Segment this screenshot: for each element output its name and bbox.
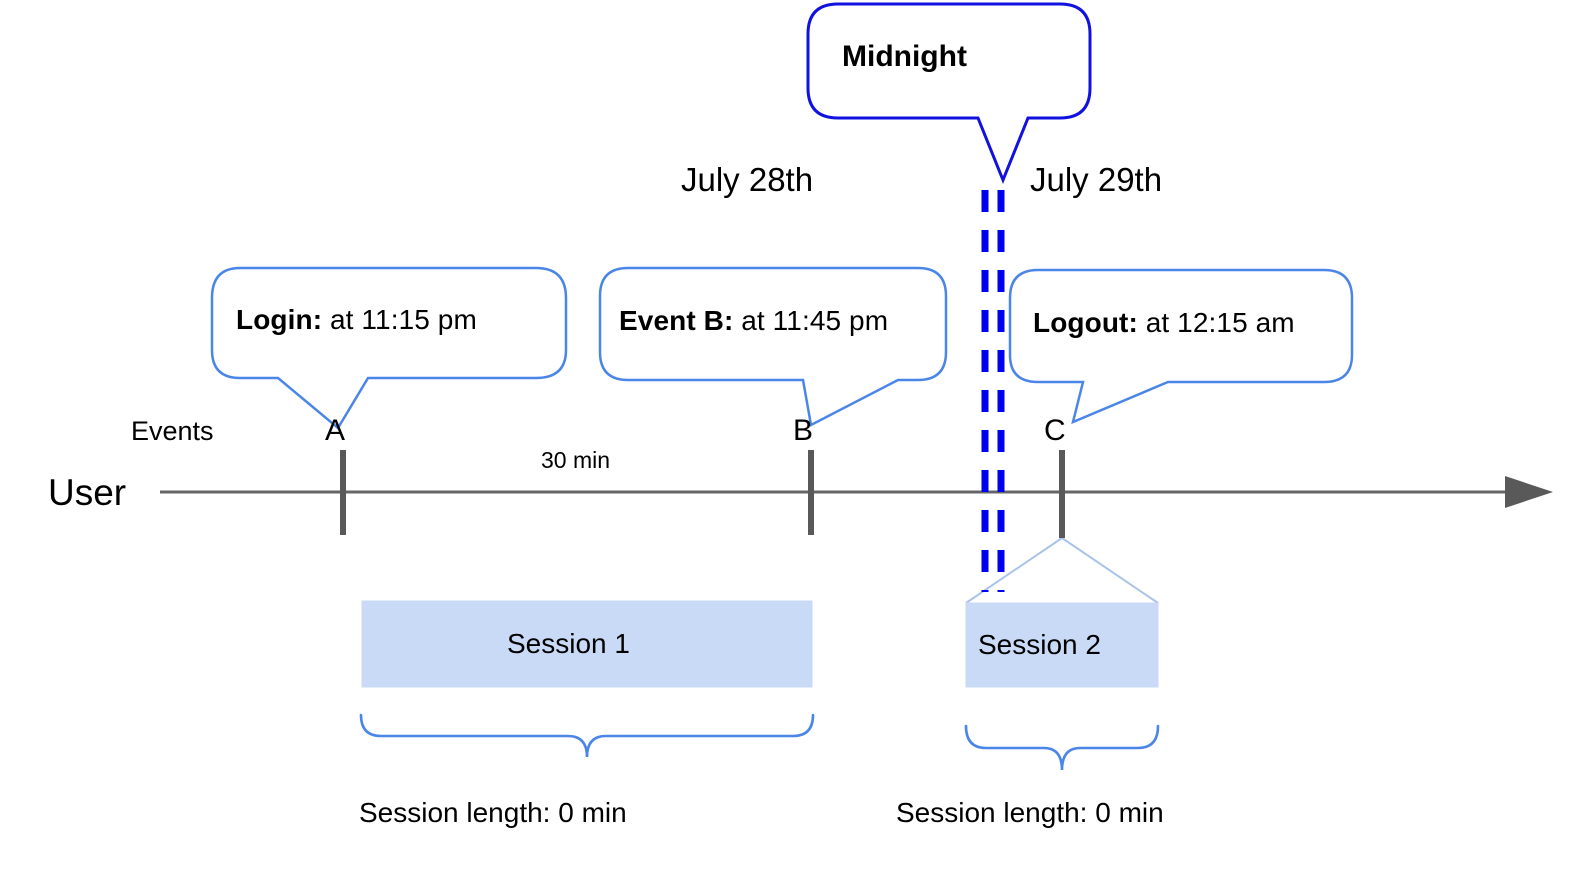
callout-a-path	[210, 266, 568, 430]
session-2-label: Session 2	[978, 629, 1101, 660]
callout-b-text: Event B: at 11:45 pm	[619, 307, 888, 335]
session-2-brace	[964, 724, 1160, 771]
marker-label-b: B	[793, 414, 814, 447]
midnight-callout-shape[interactable]	[806, 2, 1092, 185]
date-label-left: July 28th	[681, 161, 814, 198]
session-2-rect	[965, 602, 1159, 688]
callout-b-bold: Event B:	[619, 305, 734, 336]
session-1-length-label: Session length: 0 min	[359, 797, 627, 828]
session-2-box	[965, 602, 1159, 688]
session-1-brace-path	[359, 713, 815, 758]
session-1-rect	[361, 600, 813, 688]
callout-b-shape[interactable]	[598, 266, 948, 427]
callout-c-bold: Logout:	[1033, 307, 1138, 338]
callout-c-shape[interactable]	[1008, 268, 1354, 425]
callout-b-rest: at 11:45 pm	[733, 305, 889, 336]
user-axis-label: User	[48, 472, 127, 513]
date-label-right: July 29th	[1030, 161, 1163, 198]
timeline-axis	[160, 476, 1553, 508]
marker-label-a: A	[325, 414, 346, 447]
session-1-box	[361, 600, 813, 688]
callout-c-text: Logout: at 12:15 am	[1033, 309, 1295, 337]
timeline-ticks	[340, 450, 1065, 538]
callout-c-rest: at 12:15 am	[1137, 307, 1295, 338]
session-2-connectors	[965, 537, 1159, 604]
callout-a-bold: Login:	[236, 304, 323, 335]
session-2-length-label: Session length: 0 min	[896, 797, 1164, 828]
session-2-brace-path	[964, 724, 1160, 771]
callout-a-rest: at 11:15 pm	[322, 304, 477, 335]
session-1-label: Session 1	[507, 628, 630, 659]
session-1-brace	[359, 713, 815, 758]
callout-b-path	[598, 266, 948, 427]
session-2-connector-left	[965, 537, 1063, 604]
midnight-bubble-path	[806, 2, 1092, 185]
callout-a-text: Login: at 11:15 pm	[236, 306, 477, 334]
marker-label-c: C	[1044, 414, 1066, 447]
session-2-connector-right	[1061, 537, 1159, 604]
callout-c-path	[1008, 268, 1354, 425]
events-axis-label: Events	[131, 416, 214, 446]
midnight-label: Midnight	[842, 40, 967, 73]
midnight-divider	[981, 190, 1005, 592]
callout-a-shape[interactable]	[210, 266, 568, 430]
interval-label-30min: 30 min	[541, 447, 611, 473]
arrow-right-icon	[1505, 476, 1553, 508]
